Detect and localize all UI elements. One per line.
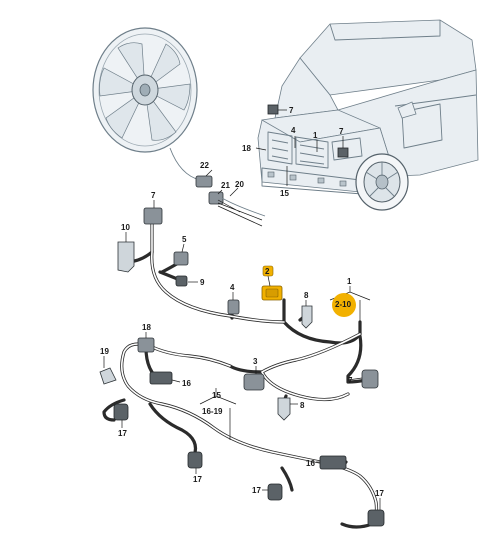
callout-18: 18 [142,323,151,332]
fan-pigtail-connectors [195,175,266,227]
callout-1: 1 [347,277,352,286]
callout-22: 22 [200,161,209,170]
wiring-harness [102,220,379,529]
callout-4-car: 4 [291,126,296,135]
callout-4: 4 [230,283,235,292]
callout-2-10: 2-10 [335,300,352,309]
callout-20: 20 [235,180,244,189]
callout-15-car: 15 [280,189,289,198]
callout-16-left: 16 [182,379,191,388]
callout-16-right: 16 [306,459,315,468]
callout-9: 9 [200,278,205,287]
callout-1-car: 1 [313,131,318,140]
callout-17-left: 17 [118,429,127,438]
callout-7-car-right: 7 [339,127,344,136]
callout-7-right: 7 [348,376,353,385]
callout-3: 3 [253,357,258,366]
callout-8-bottom: 8 [300,401,305,410]
callout-17-mid: 17 [193,475,202,484]
callout-labels: 7 4 1 7 18 15 22 21 20 7 10 5 9 4 2 8 1 … [100,106,384,498]
callout-5: 5 [182,235,187,244]
callout-17-right: 17 [375,489,384,498]
callout-2: 2 [265,267,270,276]
callout-18-car: 18 [242,144,251,153]
callout-8-top: 8 [304,291,309,300]
callout-7-car-top: 7 [289,106,294,115]
callout-2-badge [262,265,274,277]
harness-connectors [99,207,385,527]
vehicle-front [257,19,479,211]
callout-15: 15 [212,391,221,400]
callout-7-left: 7 [151,191,156,200]
callout-2-10-badge [332,293,356,317]
radiator-fan [92,27,201,181]
vehicle-callout-leaders [255,109,344,186]
callout-16-19: 16-19 [202,407,223,416]
callout-21: 21 [221,181,230,190]
callout-10: 10 [121,223,130,232]
callout-17-bottom: 17 [252,486,261,495]
callout-19: 19 [100,347,109,356]
